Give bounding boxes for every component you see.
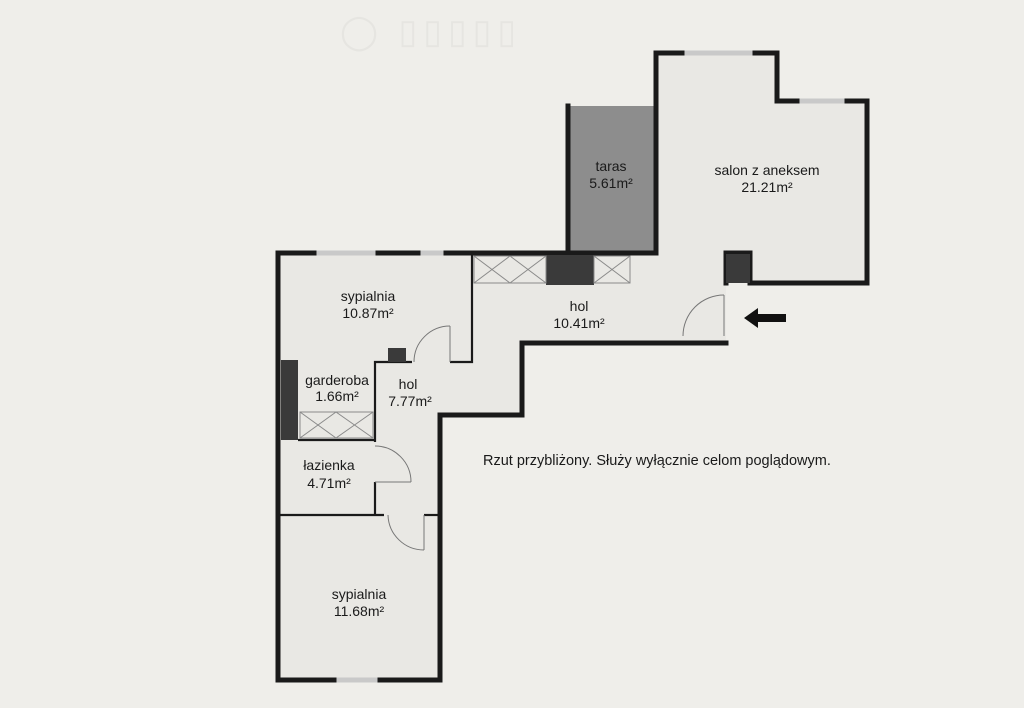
doors (374, 294, 725, 551)
column-wardrobe (281, 360, 298, 440)
outer-walls (275, 50, 870, 683)
wardrobes (299, 255, 631, 439)
room-area-hol-1: 10.41m² (553, 315, 605, 331)
door-bathroom (374, 445, 412, 483)
room-name-taras: taras (595, 158, 626, 174)
column-hall (546, 255, 594, 285)
room-name-garderoba: garderoba (305, 372, 369, 388)
floor-main (278, 53, 867, 680)
door-entrance (682, 294, 725, 337)
room-name-sypialnia-2: sypialnia (332, 586, 387, 602)
room-name-salon: salon z aneksem (714, 162, 819, 178)
room-area-salon: 21.21m² (741, 179, 793, 195)
arrow-left-icon (744, 308, 786, 328)
disclaimer-note: Rzut przybliżony. Służy wyłącznie celom … (483, 453, 831, 469)
room-name-sypialnia-1: sypialnia (341, 288, 396, 304)
room-name-lazienka: łazienka (303, 457, 355, 473)
door-bedroom2 (387, 514, 425, 551)
room-name-hol-2: hol (399, 376, 418, 392)
watermark-logo: ◯ ▯▯▯▯▯ (340, 14, 523, 51)
door-bedroom1 (413, 325, 451, 363)
columns (281, 254, 750, 440)
column-small (388, 348, 406, 362)
room-area-sypialnia-1: 10.87m² (342, 305, 394, 321)
room-area-hol-2: 7.77m² (388, 393, 432, 409)
room-area-lazienka: 4.71m² (307, 475, 351, 491)
room-area-sypialnia-2: 11.68m² (334, 603, 385, 619)
room-name-hol-1: hol (570, 298, 589, 314)
room-area-garderoba: 1.66m² (315, 388, 359, 404)
column-salon (726, 254, 750, 283)
terrace-floor (568, 106, 656, 253)
room-area-taras: 5.61m² (589, 175, 633, 191)
floor-fills (278, 53, 867, 680)
room-labels: taras 5.61m² salon z aneksem 21.21m² syp… (303, 158, 819, 619)
